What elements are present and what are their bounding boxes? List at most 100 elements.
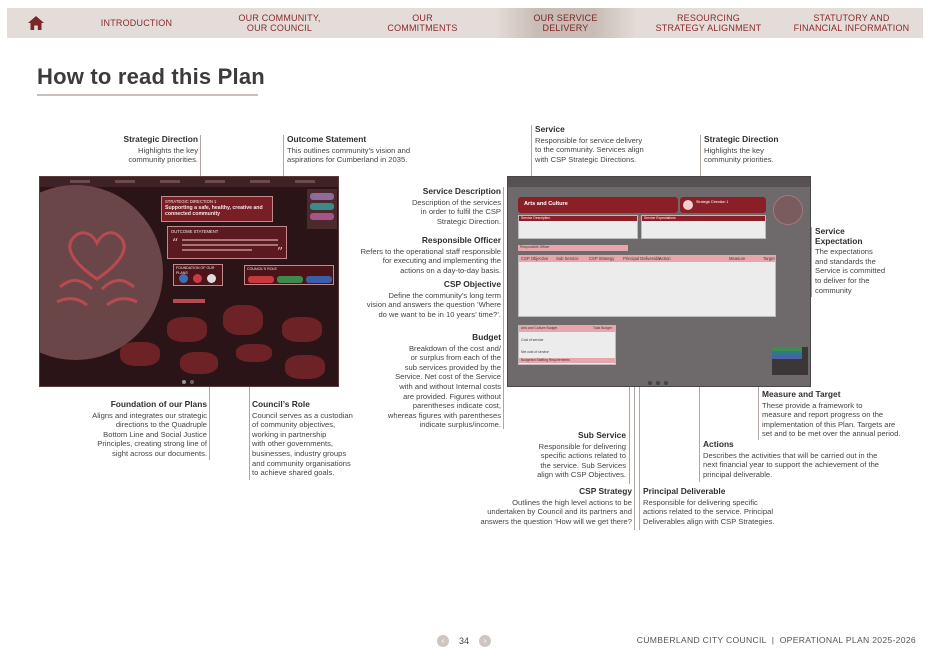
annotation-line: undertaken by Council and its partners a… <box>487 507 632 517</box>
mock-outcome-label: OUTCOME STATEMENT <box>171 229 219 234</box>
annotation-line: with CSP Strategic Directions. <box>535 154 637 164</box>
annotation-responsible-officer: Responsible Officer Refers to the operat… <box>340 235 501 275</box>
annotation-line: community priorities. <box>128 155 198 165</box>
annotation-line: in order to fulfil the CSP <box>420 207 501 217</box>
annotation-line: aspirations for Cumberland in 2035. <box>287 155 408 165</box>
annotation-line: Responsible for service delivery <box>535 135 643 145</box>
mock-col-header: CSP Strategy <box>589 256 615 261</box>
top-navigation: INTRODUCTION OUR COMMUNITY, OUR COUNCIL … <box>7 8 923 38</box>
mock-budget-col: Total Budget <box>593 326 612 330</box>
nav-our-community[interactable]: OUR COMMUNITY, OUR COUNCIL <box>208 8 351 38</box>
mock-col-header: Principal Deliverable <box>623 256 662 261</box>
leader-line <box>639 262 640 530</box>
mock-service-bar: Arts and Culture <box>518 197 678 213</box>
mock-col-header: Measure <box>729 256 746 261</box>
mock-col-header: CSP Objective <box>521 256 549 261</box>
annotation-heading: CSP Objective <box>443 279 501 289</box>
annotation-line: or surplus from each of the <box>410 353 501 363</box>
annotation-heading: Council’s Role <box>252 399 310 409</box>
annotation-line: parentheses indicate cost, <box>412 401 501 411</box>
mock-foundation-card: FOUNDATION OF OUR PLANS <box>173 264 223 286</box>
annotation-line: are provided. Figures without <box>403 391 501 401</box>
annotation-outcome-statement: Outcome Statement This outlines communit… <box>287 134 447 165</box>
nav-our-commitments-label: OUR COMMITMENTS <box>387 13 458 33</box>
next-page-button[interactable]: › <box>479 635 491 647</box>
annotation-line: Breakdown of the cost and/ <box>408 343 501 353</box>
annotation-heading: Outcome Statement <box>287 134 367 144</box>
mock-sd-label: STRATEGIC DIRECTION 1 <box>165 199 217 204</box>
annotation-line: actions on a day-to-day basis. <box>400 265 501 275</box>
annotation-heading: Budget <box>472 332 501 342</box>
annotation-line: to achieve shared goals. <box>252 468 335 478</box>
previous-page-button[interactable]: ‹ <box>437 635 449 647</box>
annotation-heading: Service <box>535 124 565 134</box>
mock-service-title: Arts and Culture <box>524 201 568 207</box>
annotation-line: businesses, industry groups <box>252 448 347 458</box>
annotation-foundation: Foundation of our Plans Aligns and integ… <box>62 399 207 459</box>
nav-our-commitments[interactable]: OUR COMMITMENTS <box>351 8 494 38</box>
annotation-line: sub services provided by the <box>404 362 501 372</box>
pagination: ‹ 34 › <box>437 635 491 647</box>
leader-line <box>634 262 635 530</box>
annotation-csp-objective: CSP Objective Define the community’s lon… <box>350 279 501 319</box>
annotation-line: the service. Sub Services <box>540 460 626 470</box>
annotation-line: of community objectives, <box>252 420 336 430</box>
annotation-line: and community organisations <box>252 458 351 468</box>
mock-col-header: Action <box>659 256 671 261</box>
annotation-line: to the community. Services align <box>535 145 644 155</box>
annotation-line: specific actions related to <box>540 451 626 461</box>
heart-hands-icon <box>56 231 138 307</box>
annotation-line: actions related to the service. Principa… <box>643 507 774 517</box>
annotation-line: implementation of this Plan. Targets are <box>762 419 896 429</box>
home-icon <box>28 16 44 30</box>
home-button[interactable] <box>7 8 65 38</box>
annotation-heading: Actions <box>703 439 734 449</box>
mock-foundation-label: FOUNDATION OF OUR PLANS <box>176 266 215 275</box>
annotation-line: Highlights the key <box>138 145 198 155</box>
mock-se-label: Service Expectations <box>644 216 676 220</box>
mock-sd-text: Supporting a safe, healthy, creative and… <box>165 205 263 217</box>
annotation-budget: Budget Breakdown of the cost and/ or sur… <box>360 332 501 430</box>
annotation-line: working in partnership <box>252 429 327 439</box>
annotation-line: next financial year to support the achie… <box>703 460 880 470</box>
mock-sd-label: Strategic Direction 1 <box>696 200 729 204</box>
annotation-line: to deliver for the <box>815 275 870 285</box>
annotation-heading: Responsible Officer <box>421 235 501 245</box>
quote-open-icon: “ <box>172 236 179 250</box>
mock-actions-table: CSP Objective Sub Service CSP Strategy P… <box>518 255 776 317</box>
leader-line <box>200 135 201 197</box>
annotation-heading: Principal Deliverable <box>643 486 726 496</box>
annotation-line: Responsible for delivering specific <box>643 497 758 507</box>
annotation-line: Aligns and integrates our strategic <box>92 410 207 420</box>
mock-budget-title: Arts and Culture Budget <box>521 326 558 330</box>
mock-outcome-card: OUTCOME STATEMENT “ ” <box>167 226 287 259</box>
mock-budget-row: Budgeted Staffing Requirements <box>521 358 570 362</box>
nav-resourcing[interactable]: RESOURCING STRATEGY ALIGNMENT <box>637 8 780 38</box>
annotation-line: whereas figures with parentheses <box>387 410 501 420</box>
nav-statutory[interactable]: STATUTORY AND FINANCIAL INFORMATION <box>780 8 923 38</box>
annotation-heading: Strategic Direction <box>704 134 779 144</box>
annotation-line: vision and answers the question ‘Where <box>366 300 501 310</box>
title-underline <box>37 94 258 96</box>
nav-our-community-label: OUR COMMUNITY, OUR COUNCIL <box>238 13 321 33</box>
annotation-heading: Strategic Direction <box>123 134 198 144</box>
annotation-line: Service is committed <box>815 266 886 276</box>
nav-introduction[interactable]: INTRODUCTION <box>65 8 208 38</box>
annotation-line: Deliverables align with CSP Strategies. <box>643 516 775 526</box>
annotation-line: The expectations <box>815 247 873 257</box>
page-title: How to read this Plan <box>37 64 265 89</box>
annotation-sub-service: Sub Service Responsible for delivering s… <box>515 430 626 480</box>
annotation-line: sight across our documents. <box>112 448 207 458</box>
nav-resourcing-label: RESOURCING STRATEGY ALIGNMENT <box>655 13 762 33</box>
annotation-line: align with CSP Objectives. <box>537 470 626 480</box>
nav-our-service-delivery[interactable]: OUR SERVICE DELIVERY <box>494 8 637 38</box>
mock-role-label: COUNCIL’S ROLE <box>247 267 277 271</box>
annotation-actions: Actions Describes the activities that wi… <box>703 439 908 479</box>
quote-close-icon: ” <box>276 245 283 259</box>
nav-introduction-label: INTRODUCTION <box>100 18 173 28</box>
annotation-service-description: Service Description Description of the s… <box>370 186 501 226</box>
mock-budget-table: Arts and Culture Budget Total Budget Cos… <box>518 325 616 365</box>
annotation-principal-deliverable: Principal Deliverable Responsible for de… <box>643 486 793 526</box>
annotation-line: This outlines community’s vision and <box>287 145 411 155</box>
annotation-line: Description of the services <box>411 197 501 207</box>
